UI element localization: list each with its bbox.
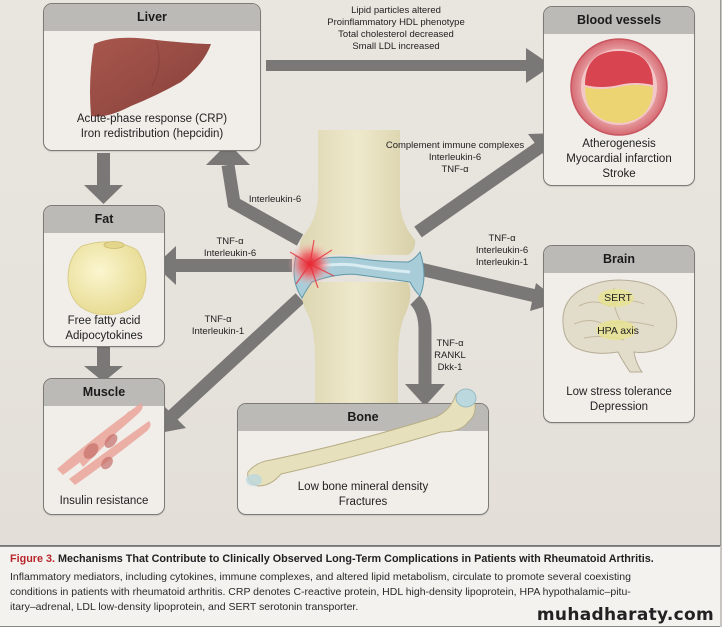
box-blood-vessels-title: Blood vessels [544,7,694,34]
label-joint-to-muscle: TNF-α Interleukin-1 [178,314,258,338]
vessels-line-3: Stroke [602,168,636,180]
caption-body: Inflammatory mediators, including cytoki… [10,570,715,615]
label-line: TNF-α [436,338,464,349]
label-line: Total cholesterol decreased [338,29,454,40]
box-liver-title: Liver [44,4,260,31]
fat-cell-icon [67,241,147,316]
label-line: TNF-α [216,236,244,247]
muscle-line-1: Insulin resistance [59,495,149,507]
fat-line-1: Free fatty acid [67,315,141,327]
watermark: muhadharaty.com [536,605,714,625]
brain-icon [562,279,678,373]
liver-icon [90,37,211,117]
label-line: TNF-α [204,314,232,325]
brain-line-1: Low stress tolerance [566,386,672,398]
label-line: Small LDL increased [352,41,440,52]
box-fat: Fat Free fatty acid Adipocytokines [43,205,165,347]
box-fat-title: Fat [44,206,164,233]
label-line: Interleukin-6 [203,248,257,259]
arrow-liver-to-vessels [266,48,552,83]
label-joint-to-vessels: Complement immune complexes Interleukin-… [376,140,534,176]
box-bone-text: Low bone mineral density Fractures [238,480,488,510]
box-blood-vessels-text: Atherogenesis Myocardial infarction Stro… [544,137,694,182]
brain-region-hpa-axis: HPA axis [597,325,639,337]
arrow-joint-to-fat [155,246,292,285]
label-joint-to-bone: TNF-α RANKL Dkk-1 [428,338,472,374]
label-line: Interleukin-6 [248,194,302,205]
label-line: Dkk-1 [437,362,463,373]
box-brain-text: Low stress tolerance Depression [544,385,694,415]
vessels-line-1: Atherogenesis [582,138,656,150]
label-line: TNF-α [488,233,516,244]
box-blood-vessels: Blood vessels Atherogenesis Myocardial i… [543,6,695,186]
brain-line-2: Depression [589,401,649,413]
arrow-fat-to-muscle [84,347,123,382]
caption-title-line: Figure 3. Mechanisms That Contribute to … [10,553,654,565]
label-line: Proinflammatory HDL phenotype [327,17,465,28]
box-muscle-text: Insulin resistance [44,494,164,509]
bone-line-1: Low bone mineral density [297,481,429,493]
box-liver: Liver Acute-phase response (CRP) Iron re… [43,3,261,151]
vessels-line-2: Myocardial infarction [566,153,672,165]
diagram-figure: Liver Acute-phase response (CRP) Iron re… [0,0,721,546]
arrow-joint-to-liver [206,143,304,246]
label-line: TNF-α [441,164,469,175]
caption-body-line-1: Inflammatory mediators, including cytoki… [10,571,631,583]
blood-vessel-icon [570,38,668,136]
femur-icon [246,388,477,487]
box-fat-text: Free fatty acid Adipocytokines [44,314,164,344]
label-line: Interleukin-6 [428,152,482,163]
box-muscle: Muscle Insulin resistance [43,378,165,515]
joint-illustration [288,130,425,410]
box-muscle-title: Muscle [44,379,164,406]
label-line: RANKL [434,350,466,361]
bone-line-2: Fractures [338,496,388,508]
fat-line-2: Adipocytokines [65,330,143,342]
label-line: Complement immune complexes [385,140,525,151]
liver-line-2: Iron redistribution (hepcidin) [80,128,224,140]
label-liver-to-vessels: Lipid particles altered Proinflammatory … [296,5,496,53]
box-brain-title: Brain [544,246,694,273]
caption-body-line-2: conditions in patients with rheumatoid a… [10,586,631,598]
arrow-layer [84,48,560,434]
label-line: Interleukin-6 [475,245,529,256]
figure-number: Figure 3. [10,553,55,565]
muscle-fibers-icon [57,403,151,485]
caption-body-line-3: itary–adrenal, LDL low-density lipoprote… [10,601,359,613]
box-liver-text: Acute-phase response (CRP) Iron redistri… [44,112,260,142]
arrow-liver-to-fat [84,153,123,204]
figure-caption: Figure 3. Mechanisms That Contribute to … [0,546,720,627]
label-joint-to-fat: TNF-α Interleukin-6 [190,236,270,260]
arrow-joint-to-bone [405,295,445,406]
label-line: Lipid particles altered [351,5,441,16]
liver-line-1: Acute-phase response (CRP) [76,113,228,125]
brain-region-sert: SERT [604,292,632,304]
label-joint-to-brain: TNF-α Interleukin-6 Interleukin-1 [462,233,542,269]
caption-title: Mechanisms That Contribute to Clinically… [58,553,654,565]
arrow-joint-to-brain [418,262,560,311]
label-joint-to-liver: Interleukin-6 [240,194,310,206]
label-line: Interleukin-1 [475,257,529,268]
box-brain: Brain SERT HPA axis Low stress tolerance… [543,245,695,423]
label-line: Interleukin-1 [191,326,245,337]
